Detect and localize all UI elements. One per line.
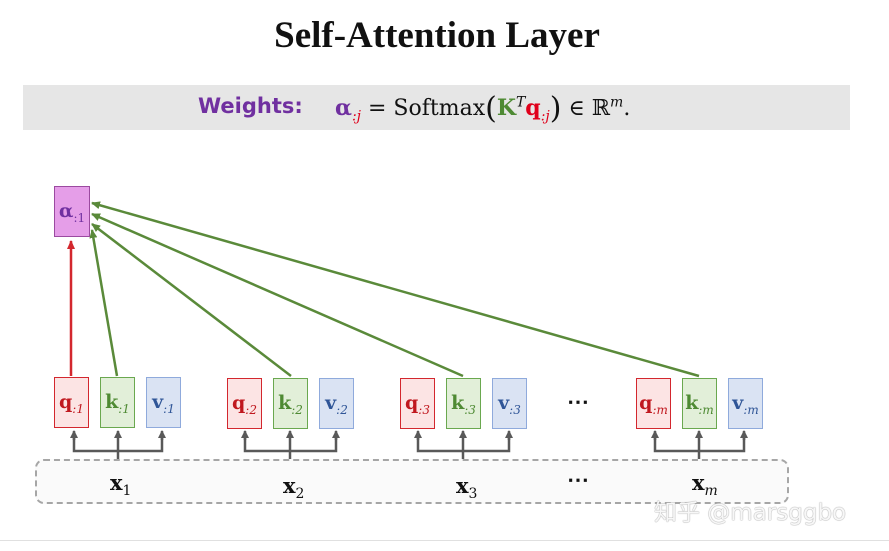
formula-K: K (496, 95, 516, 121)
formula-T: T (515, 94, 526, 111)
input-sequence-band (35, 459, 789, 504)
input-x-1: x1 (110, 470, 132, 500)
ellipsis-bottom: ⋯ (567, 467, 591, 493)
query-box-m: q:m (636, 378, 671, 429)
formula-q: q (525, 95, 541, 121)
input-x-2: x2 (283, 473, 305, 503)
ellipsis-top: ⋯ (567, 389, 591, 415)
query-box-2: q:2 (227, 378, 262, 429)
arrow-k2-to-alpha (91, 223, 292, 377)
formula-q-sub: :j (540, 108, 550, 125)
formula-period: . (623, 96, 631, 121)
value-box-m: v:m (728, 378, 763, 429)
formula-softmax: = Softmax (361, 96, 486, 121)
watermark: 知乎 @marsggbo (654, 500, 847, 526)
alpha-sub: :1 (73, 210, 86, 225)
key-box-3: k:3 (446, 378, 481, 429)
input-x-m: xm (692, 470, 718, 500)
formula-banner: Weights: α:j = Softmax(KTq:j) ∈ ℝm. (23, 85, 850, 130)
formula-in: ∈ ℝ (561, 96, 611, 121)
alpha-symbol: α (58, 200, 74, 222)
formula-alpha-sub: :j (351, 108, 361, 125)
input-x-3: x3 (456, 473, 478, 503)
bottom-divider (0, 540, 889, 541)
value-box-3: v:3 (492, 378, 527, 429)
arrow-km-to-alpha (91, 201, 700, 378)
value-box-1: v:1 (146, 377, 181, 428)
weights-label: Weights: (198, 94, 303, 118)
page-title: Self-Attention Layer (274, 15, 600, 56)
key-box-m: k:m (682, 378, 717, 429)
arrow-k3-to-alpha (91, 212, 464, 378)
key-box-2: k:2 (273, 378, 308, 429)
value-box-2: v:2 (319, 378, 354, 429)
query-box-1: q:1 (54, 377, 89, 428)
formula-alpha: α (335, 95, 352, 121)
query-box-3: q:3 (400, 378, 435, 429)
formula-m: m (610, 94, 624, 111)
softmax-formula: α:j = Softmax(KTq:j) ∈ ℝm. (335, 91, 631, 126)
alpha-1-box: α:1 (54, 186, 90, 237)
arrow-k1-to-alpha (89, 229, 119, 377)
key-box-1: k:1 (100, 377, 135, 428)
